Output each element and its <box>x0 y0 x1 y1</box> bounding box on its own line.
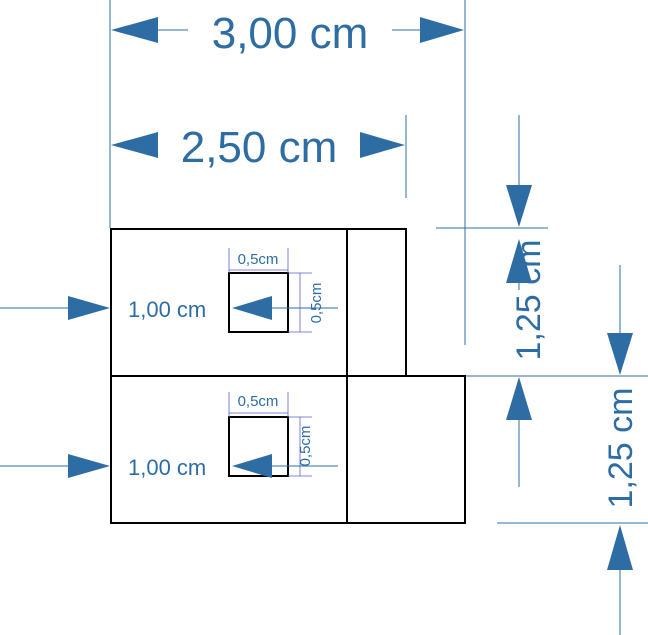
lower-square-width-label: 0,5cm <box>238 393 279 410</box>
dimension-upper-offset: 1,00 cm <box>0 296 338 322</box>
lower-offset-arrow-right <box>232 454 272 478</box>
lower-height-arrow-up <box>607 525 633 570</box>
label-inner-width: 2,50 cm <box>181 123 338 172</box>
arrow-right-top <box>420 17 464 43</box>
arrow-left-top <box>111 17 158 43</box>
arrow-right-inner <box>360 132 405 158</box>
lower-square-height-label: 0,5cm <box>297 426 314 467</box>
upper-square-height-label: 0,5cm <box>308 283 325 324</box>
upper-square-width-label: 0,5cm <box>238 251 279 268</box>
lower-square-dimensions: 0,5cm 0,5cm <box>228 392 314 477</box>
upper-height-label: 1,25 cm <box>510 240 548 361</box>
part-outline <box>110 228 466 524</box>
dimension-lower-height: 1,25 cm <box>602 265 640 635</box>
upper-height-arrow-down <box>506 185 532 227</box>
lower-offset-arrow-left <box>68 454 110 478</box>
upper-square-dimensions: 0,5cm 0,5cm <box>228 248 325 333</box>
upper-offset-arrow-left <box>68 296 110 320</box>
dimension-top-width: 3,00 cm <box>111 9 464 58</box>
upper-offset-arrow-right <box>232 296 272 320</box>
upper-height-arrow-up <box>506 239 532 283</box>
upper-height-arrow-lower-up <box>506 377 532 420</box>
dimension-lower-offset: 1,00 cm <box>0 454 338 480</box>
lower-height-arrow-down <box>607 333 633 375</box>
dimension-upper-height: 1,25 cm <box>506 115 548 487</box>
arrow-left-inner <box>111 132 158 158</box>
extension-lines <box>109 0 648 524</box>
lower-offset-label: 1,00 cm <box>128 455 206 480</box>
lower-height-label: 1,25 cm <box>602 388 640 509</box>
dimension-inner-width: 2,50 cm <box>111 123 405 172</box>
upper-offset-label: 1,00 cm <box>128 297 206 322</box>
label-top-width: 3,00 cm <box>212 9 369 58</box>
